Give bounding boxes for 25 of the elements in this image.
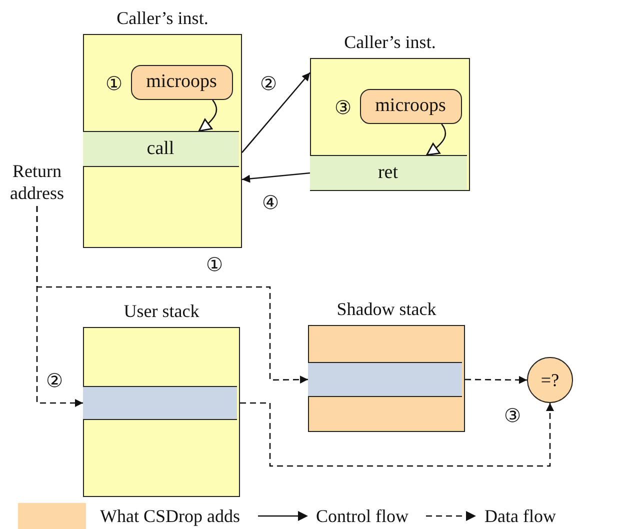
legend-label: Control flow <box>316 506 408 526</box>
block-title: Shadow stack <box>336 299 438 320</box>
control-flow-arrow <box>198 100 218 132</box>
return-address-label: Return address <box>4 160 70 206</box>
microops-label: microops <box>146 71 217 93</box>
control-flow-arrow <box>426 124 446 156</box>
step-number: ① <box>106 72 122 96</box>
block-title: Caller’s inst. <box>116 8 210 29</box>
step-number: ③ <box>504 405 521 428</box>
legend-label: Data flow <box>484 506 556 526</box>
data-flow-arrow <box>240 402 554 467</box>
block-title: User stack <box>122 301 200 322</box>
data-flow-arrow <box>36 206 83 407</box>
compare-label: =? <box>540 370 560 390</box>
instruction-row: call <box>82 130 238 166</box>
instruction-row: ret <box>310 154 466 190</box>
stack-slot <box>308 362 462 396</box>
microops-label: microops <box>375 95 446 117</box>
block-title: Caller’s inst. <box>343 32 437 53</box>
control-flow-arrow <box>242 72 310 154</box>
legend-label: What CSDrop adds <box>100 506 240 526</box>
data-flow-arrow <box>465 376 527 384</box>
step-number: ③ <box>334 96 352 120</box>
control-flow-arrow <box>242 172 310 183</box>
stack-slot <box>82 386 236 420</box>
